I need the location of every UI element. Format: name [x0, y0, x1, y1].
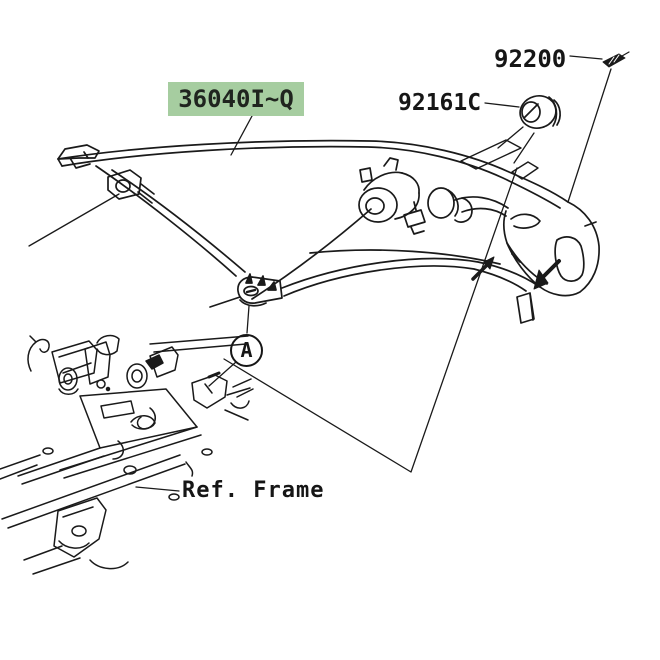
- frame-drawing: [0, 334, 254, 575]
- cowl-lamp-cylinders: [358, 157, 473, 235]
- tail-cowl-drawing: [57, 139, 600, 324]
- grommet-icon: [519, 95, 561, 129]
- ref-frame-label: Ref. Frame: [182, 478, 325, 503]
- detail-a-marker: A: [230, 334, 263, 367]
- cowl-rear-section: [503, 201, 600, 297]
- part-number-screw: 92200: [494, 45, 567, 73]
- reflector-pad: [516, 292, 535, 324]
- screw-icon: [602, 51, 630, 68]
- assembly-arrows: [471, 256, 561, 290]
- cowl-mount-tab: [237, 273, 283, 307]
- part-number-grommet: 92161C: [398, 90, 482, 116]
- part-number-highlight[interactable]: 36040I~Q: [168, 82, 304, 116]
- grommet-flags: [460, 139, 539, 180]
- cowl-left-bracket: [57, 144, 155, 204]
